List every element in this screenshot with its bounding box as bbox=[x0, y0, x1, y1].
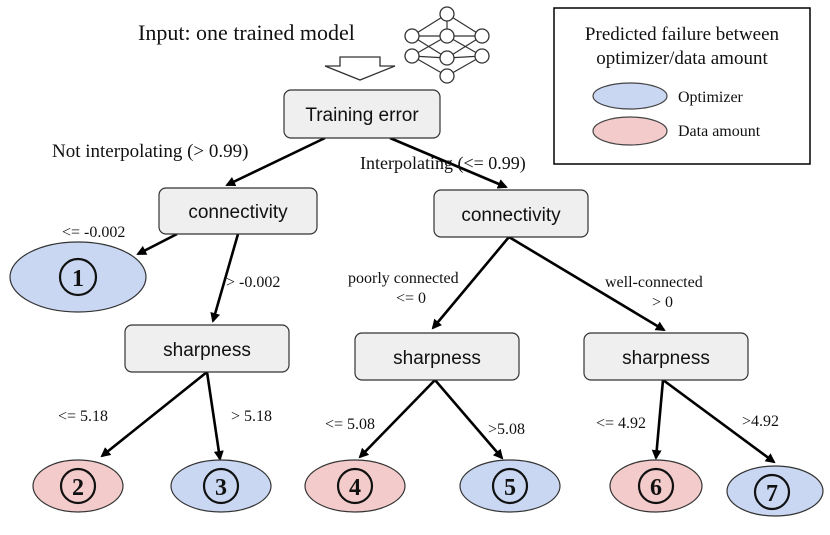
edge-label-well-connected: well-connected bbox=[605, 274, 703, 291]
edge-to-leaf2 bbox=[100, 370, 208, 458]
leaf-number-3: 3 bbox=[215, 475, 227, 501]
edge-root-left bbox=[225, 136, 326, 187]
edge-label-gt-508: >5.08 bbox=[488, 421, 525, 438]
edge-to-leaf4 bbox=[358, 379, 436, 459]
node-label-mid-sharpness: sharpness bbox=[393, 348, 481, 369]
edge-label-le-0: <= 0 bbox=[396, 290, 426, 307]
edge-label-not-interpolating: Not interpolating (> 0.99) bbox=[52, 141, 248, 162]
leaf-node-4: 4 bbox=[304, 459, 406, 513]
decision-node-right-sharpness: sharpness bbox=[583, 332, 749, 381]
legend-swatch-data-amount bbox=[592, 116, 668, 146]
edge-label-gt-0: > 0 bbox=[652, 294, 673, 311]
edge-label-gt-518: > 5.18 bbox=[231, 408, 272, 425]
legend: Predicted failure between optimizer/data… bbox=[553, 7, 811, 165]
tree-edges bbox=[100, 136, 776, 464]
edge-left-leaf1 bbox=[136, 232, 178, 256]
input-label: Input: one trained model bbox=[138, 20, 355, 45]
edge-to-leaf7 bbox=[662, 378, 776, 464]
leaf-nodes: 1 2 3 4 5 6 7 bbox=[9, 241, 824, 517]
edge-label-le-neg-0002: <= -0.002 bbox=[62, 224, 125, 241]
decision-node-right-connectivity: connectivity bbox=[433, 189, 589, 238]
node-label-right-connectivity: connectivity bbox=[461, 205, 561, 226]
edge-left-sharpness bbox=[210, 233, 240, 323]
edge-right-right-sharpness bbox=[508, 235, 666, 332]
node-label-left-connectivity: connectivity bbox=[188, 202, 288, 223]
edge-label-le-492: <= 4.92 bbox=[596, 415, 646, 432]
legend-swatch-optimizer bbox=[592, 82, 668, 110]
leaf-number-6: 6 bbox=[650, 475, 662, 501]
legend-title-line2: optimizer/data amount bbox=[596, 48, 768, 69]
node-label-right-sharpness: sharpness bbox=[622, 348, 710, 369]
edge-to-leaf6 bbox=[651, 379, 665, 460]
legend-title-line1: Predicted failure between bbox=[585, 24, 780, 45]
leaf-node-1: 1 bbox=[9, 241, 147, 313]
edge-label-le-508: <= 5.08 bbox=[325, 416, 375, 433]
leaf-node-2: 2 bbox=[32, 459, 124, 513]
edge-right-mid-sharpness bbox=[431, 236, 510, 330]
decision-node-mid-sharpness: sharpness bbox=[354, 332, 520, 381]
edge-to-leaf3 bbox=[205, 371, 224, 461]
edge-label-gt-492: >4.92 bbox=[742, 413, 779, 430]
edge-label-le-518: <= 5.18 bbox=[58, 408, 108, 425]
input-arrow-icon bbox=[324, 56, 396, 81]
legend-label-data-amount: Data amount bbox=[678, 123, 761, 140]
leaf-node-7: 7 bbox=[726, 465, 824, 517]
leaf-node-5: 5 bbox=[459, 459, 561, 513]
decision-node-left-sharpness: sharpness bbox=[124, 324, 290, 373]
node-label-training-error: Training error bbox=[305, 105, 419, 126]
leaf-number-5: 5 bbox=[504, 475, 516, 501]
edge-labels: Not interpolating (> 0.99) Interpolating… bbox=[52, 141, 779, 438]
edge-label-poorly-connected: poorly connected bbox=[348, 270, 459, 287]
leaf-node-6: 6 bbox=[609, 459, 703, 513]
leaf-number-1: 1 bbox=[72, 266, 84, 292]
edge-label-gt-neg-0002: > -0.002 bbox=[226, 274, 280, 291]
leaf-node-3: 3 bbox=[170, 459, 272, 513]
leaf-number-2: 2 bbox=[72, 475, 84, 501]
decision-node-left-connectivity: connectivity bbox=[158, 187, 318, 235]
leaf-number-7: 7 bbox=[766, 481, 778, 507]
edge-label-interpolating: Interpolating (<= 0.99) bbox=[360, 153, 526, 174]
edge-to-leaf5 bbox=[434, 379, 504, 460]
leaf-number-4: 4 bbox=[349, 475, 361, 501]
node-label-left-sharpness: sharpness bbox=[163, 340, 251, 361]
neural-network-icon bbox=[404, 6, 490, 84]
legend-label-optimizer: Optimizer bbox=[678, 89, 744, 106]
edge-root-right bbox=[389, 136, 508, 189]
decision-node-training-error: Training error bbox=[283, 89, 441, 139]
